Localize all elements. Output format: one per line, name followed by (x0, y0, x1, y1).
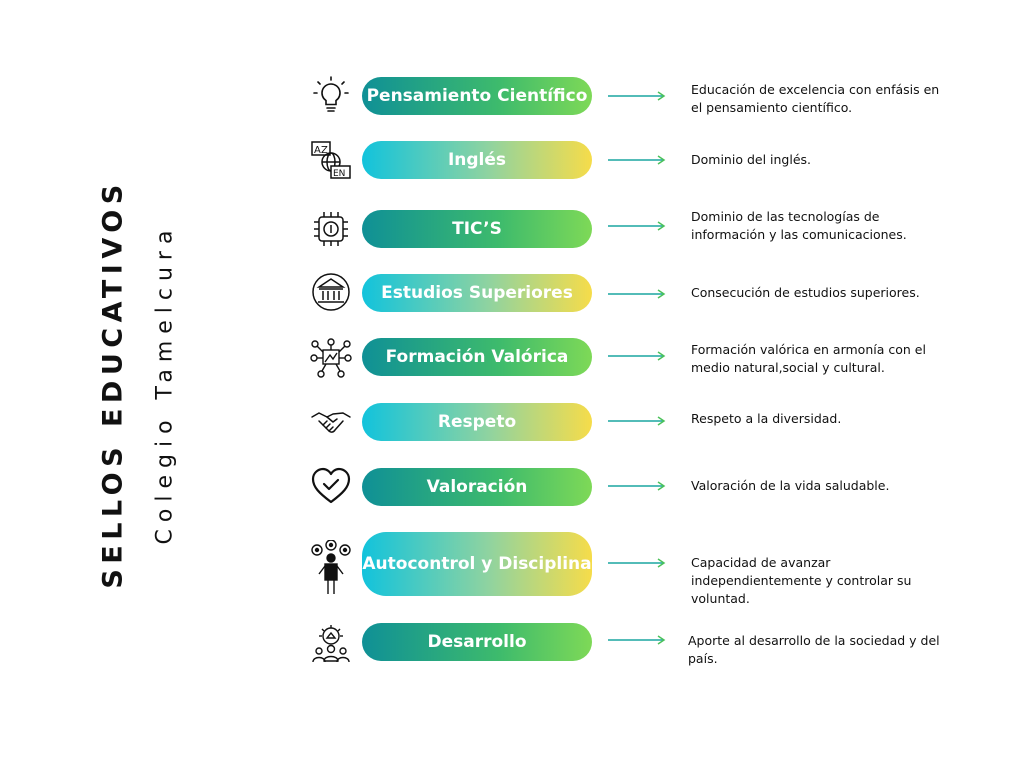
arrow-icon (608, 635, 666, 645)
seal-description: Dominio del inglés. (691, 152, 811, 167)
seal-label-formacion: Formación Valórica (362, 338, 592, 376)
arrow-icon (608, 221, 666, 231)
seal-description: Valoración de la vida saludable. (691, 478, 890, 493)
seal-label-ingles: Inglés (362, 141, 592, 179)
lightbulb-icon (309, 74, 353, 118)
subtitle: Colegio Tamelcura (152, 223, 178, 545)
seal-label-autocontrol: Autocontrol y Disciplina (362, 532, 592, 596)
main-title: SELLOS EDUCATIVOS (97, 179, 129, 589)
heart-check-icon (309, 464, 353, 508)
arrow-icon (608, 351, 666, 361)
translation-icon: A Z EN (309, 138, 353, 182)
seal-description: Formación valórica en armonía con el med… (691, 342, 926, 375)
network-icon (309, 336, 353, 380)
arrow-icon (608, 558, 666, 568)
seal-description: Aporte al desarrollo de la sociedad y de… (688, 633, 940, 666)
seal-description: Capacidad de avanzar independientemente … (691, 555, 912, 606)
seal-label-valoracion: Valoración (362, 468, 592, 506)
seal-label-respeto: Respeto (362, 403, 592, 441)
arrow-icon (608, 91, 666, 101)
seal-description: Dominio de las tecnologías de informació… (691, 209, 907, 242)
arrow-icon (608, 289, 666, 299)
seal-label-estudios: Estudios Superiores (362, 274, 592, 312)
seal-label-desarrollo: Desarrollo (362, 623, 592, 661)
person-ideas-icon (309, 539, 353, 596)
svg-text:A: A (314, 145, 321, 156)
svg-text:Z: Z (321, 145, 328, 156)
svg-text:EN: EN (333, 169, 345, 179)
seal-label-pensamiento: Pensamiento Científico (362, 77, 592, 115)
arrow-icon (608, 155, 666, 165)
community-gear-icon (309, 622, 353, 666)
university-icon (309, 270, 353, 314)
seal-description: Educación de excelencia con enfásis en e… (691, 82, 940, 115)
arrow-icon (608, 416, 666, 426)
seal-description: Consecución de estudios superiores. (691, 285, 920, 300)
handshake-icon (309, 401, 353, 445)
arrow-icon (608, 481, 666, 491)
seal-label-tics: TIC’S (362, 210, 592, 248)
seal-description: Respeto a la diversidad. (691, 411, 842, 426)
chip-icon (309, 207, 353, 251)
